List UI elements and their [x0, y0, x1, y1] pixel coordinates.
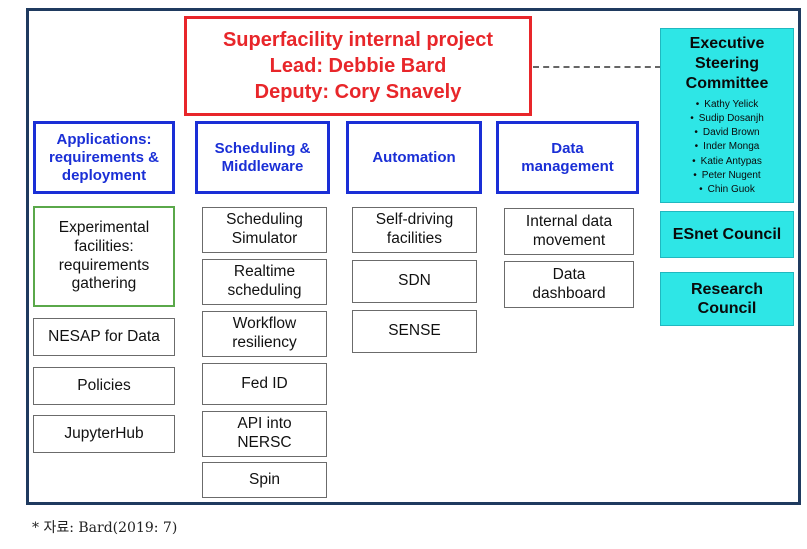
- item-line: Realtime: [233, 263, 296, 281]
- experimental-facilities-box: Experimental facilities: requirements ga…: [33, 206, 175, 307]
- policies-box: Policies: [33, 367, 175, 405]
- item-line: Data: [552, 265, 586, 283]
- item-line: NERSC: [237, 434, 292, 451]
- sense-box: SENSE: [352, 310, 477, 353]
- heading-line: Data: [551, 139, 584, 157]
- committee-member: David Brown: [690, 126, 764, 140]
- committee-member: Kathy Yelick: [690, 98, 764, 112]
- heading-line: Automation: [372, 148, 456, 166]
- data-management-heading: Data management: [496, 121, 639, 194]
- item-line: Spin: [248, 470, 281, 488]
- project-lead: Lead: Debbie Bard: [269, 55, 447, 77]
- executive-steering-committee-box: Executive Steering Committee Kathy Yelic…: [660, 28, 794, 203]
- heading-line: requirements &: [48, 148, 160, 166]
- committee-member: Inder Monga: [690, 140, 764, 154]
- workflow-resiliency-box: Workflow resiliency: [202, 311, 327, 357]
- heading-line: Middleware: [221, 157, 304, 175]
- heading-line: deployment: [61, 166, 147, 184]
- item-line: facilities: [386, 230, 443, 247]
- source-caption: * 자료: Bard(2019: 7): [32, 520, 178, 536]
- dashed-connector: [533, 66, 661, 68]
- committee-member: Chin Guok: [690, 183, 764, 197]
- committee-member: Sudip Dosanjh: [690, 112, 764, 126]
- item-line: Self-driving: [375, 211, 454, 229]
- item-line: NESAP for Data: [48, 327, 160, 345]
- item-line: gathering: [71, 275, 137, 293]
- sdn-box: SDN: [352, 260, 477, 303]
- item-line: API into: [237, 415, 292, 433]
- item-line: movement: [532, 231, 606, 249]
- fed-id-box: Fed ID: [202, 363, 327, 405]
- research-council-box: Research Council: [660, 272, 794, 326]
- item-line: Internal data: [525, 212, 613, 230]
- scheduling-simulator-box: Scheduling Simulator: [202, 207, 327, 253]
- applications-heading: Applications: requirements & deployment: [33, 121, 175, 194]
- automation-heading: Automation: [346, 121, 482, 194]
- item-line: facilities:: [74, 237, 134, 255]
- item-line: Scheduling: [226, 211, 303, 229]
- esnet-council-box: ESnet Council: [660, 211, 794, 258]
- committee-title-line: Steering: [694, 54, 759, 72]
- research-council-label: Council: [697, 300, 757, 317]
- project-deputy: Deputy: Cory Snavely: [254, 81, 462, 103]
- scheduling-middleware-heading: Scheduling & Middleware: [195, 121, 330, 194]
- item-line: resiliency: [232, 334, 297, 351]
- item-line: dashboard: [532, 284, 606, 302]
- spin-box: Spin: [202, 462, 327, 498]
- realtime-scheduling-box: Realtime scheduling: [202, 259, 327, 305]
- committee-title-line: Executive: [689, 34, 765, 52]
- project-name: Superfacility internal project: [222, 29, 494, 51]
- api-into-nersc-box: API into NERSC: [202, 411, 327, 457]
- committee-member: Peter Nugent: [690, 169, 764, 183]
- nesap-for-data-box: NESAP for Data: [33, 318, 175, 356]
- item-line: JupyterHub: [64, 424, 144, 442]
- esnet-council-label: ESnet Council: [672, 225, 782, 243]
- heading-line: management: [521, 157, 614, 175]
- research-council-label: Research: [690, 280, 764, 298]
- item-line: Policies: [77, 376, 131, 394]
- item-line: requirements: [58, 256, 150, 274]
- item-line: scheduling: [227, 282, 302, 299]
- self-driving-facilities-box: Self-driving facilities: [352, 207, 477, 253]
- item-line: Workflow: [232, 315, 297, 333]
- committee-member-list: Kathy Yelick Sudip Dosanjh David Brown I…: [690, 98, 764, 197]
- project-title-box: Superfacility internal project Lead: Deb…: [184, 16, 532, 116]
- item-line: SENSE: [388, 322, 441, 340]
- jupyterhub-box: JupyterHub: [33, 415, 175, 453]
- item-line: Fed ID: [241, 374, 288, 392]
- internal-data-movement-box: Internal data movement: [504, 208, 634, 255]
- committee-member: Katie Antypas: [690, 155, 764, 169]
- heading-line: Scheduling &: [214, 139, 311, 157]
- heading-line: Applications:: [56, 130, 152, 148]
- item-line: Experimental: [58, 219, 150, 237]
- committee-title-line: Committee: [685, 74, 769, 92]
- item-line: SDN: [398, 272, 431, 290]
- data-dashboard-box: Data dashboard: [504, 261, 634, 308]
- item-line: Simulator: [231, 230, 298, 247]
